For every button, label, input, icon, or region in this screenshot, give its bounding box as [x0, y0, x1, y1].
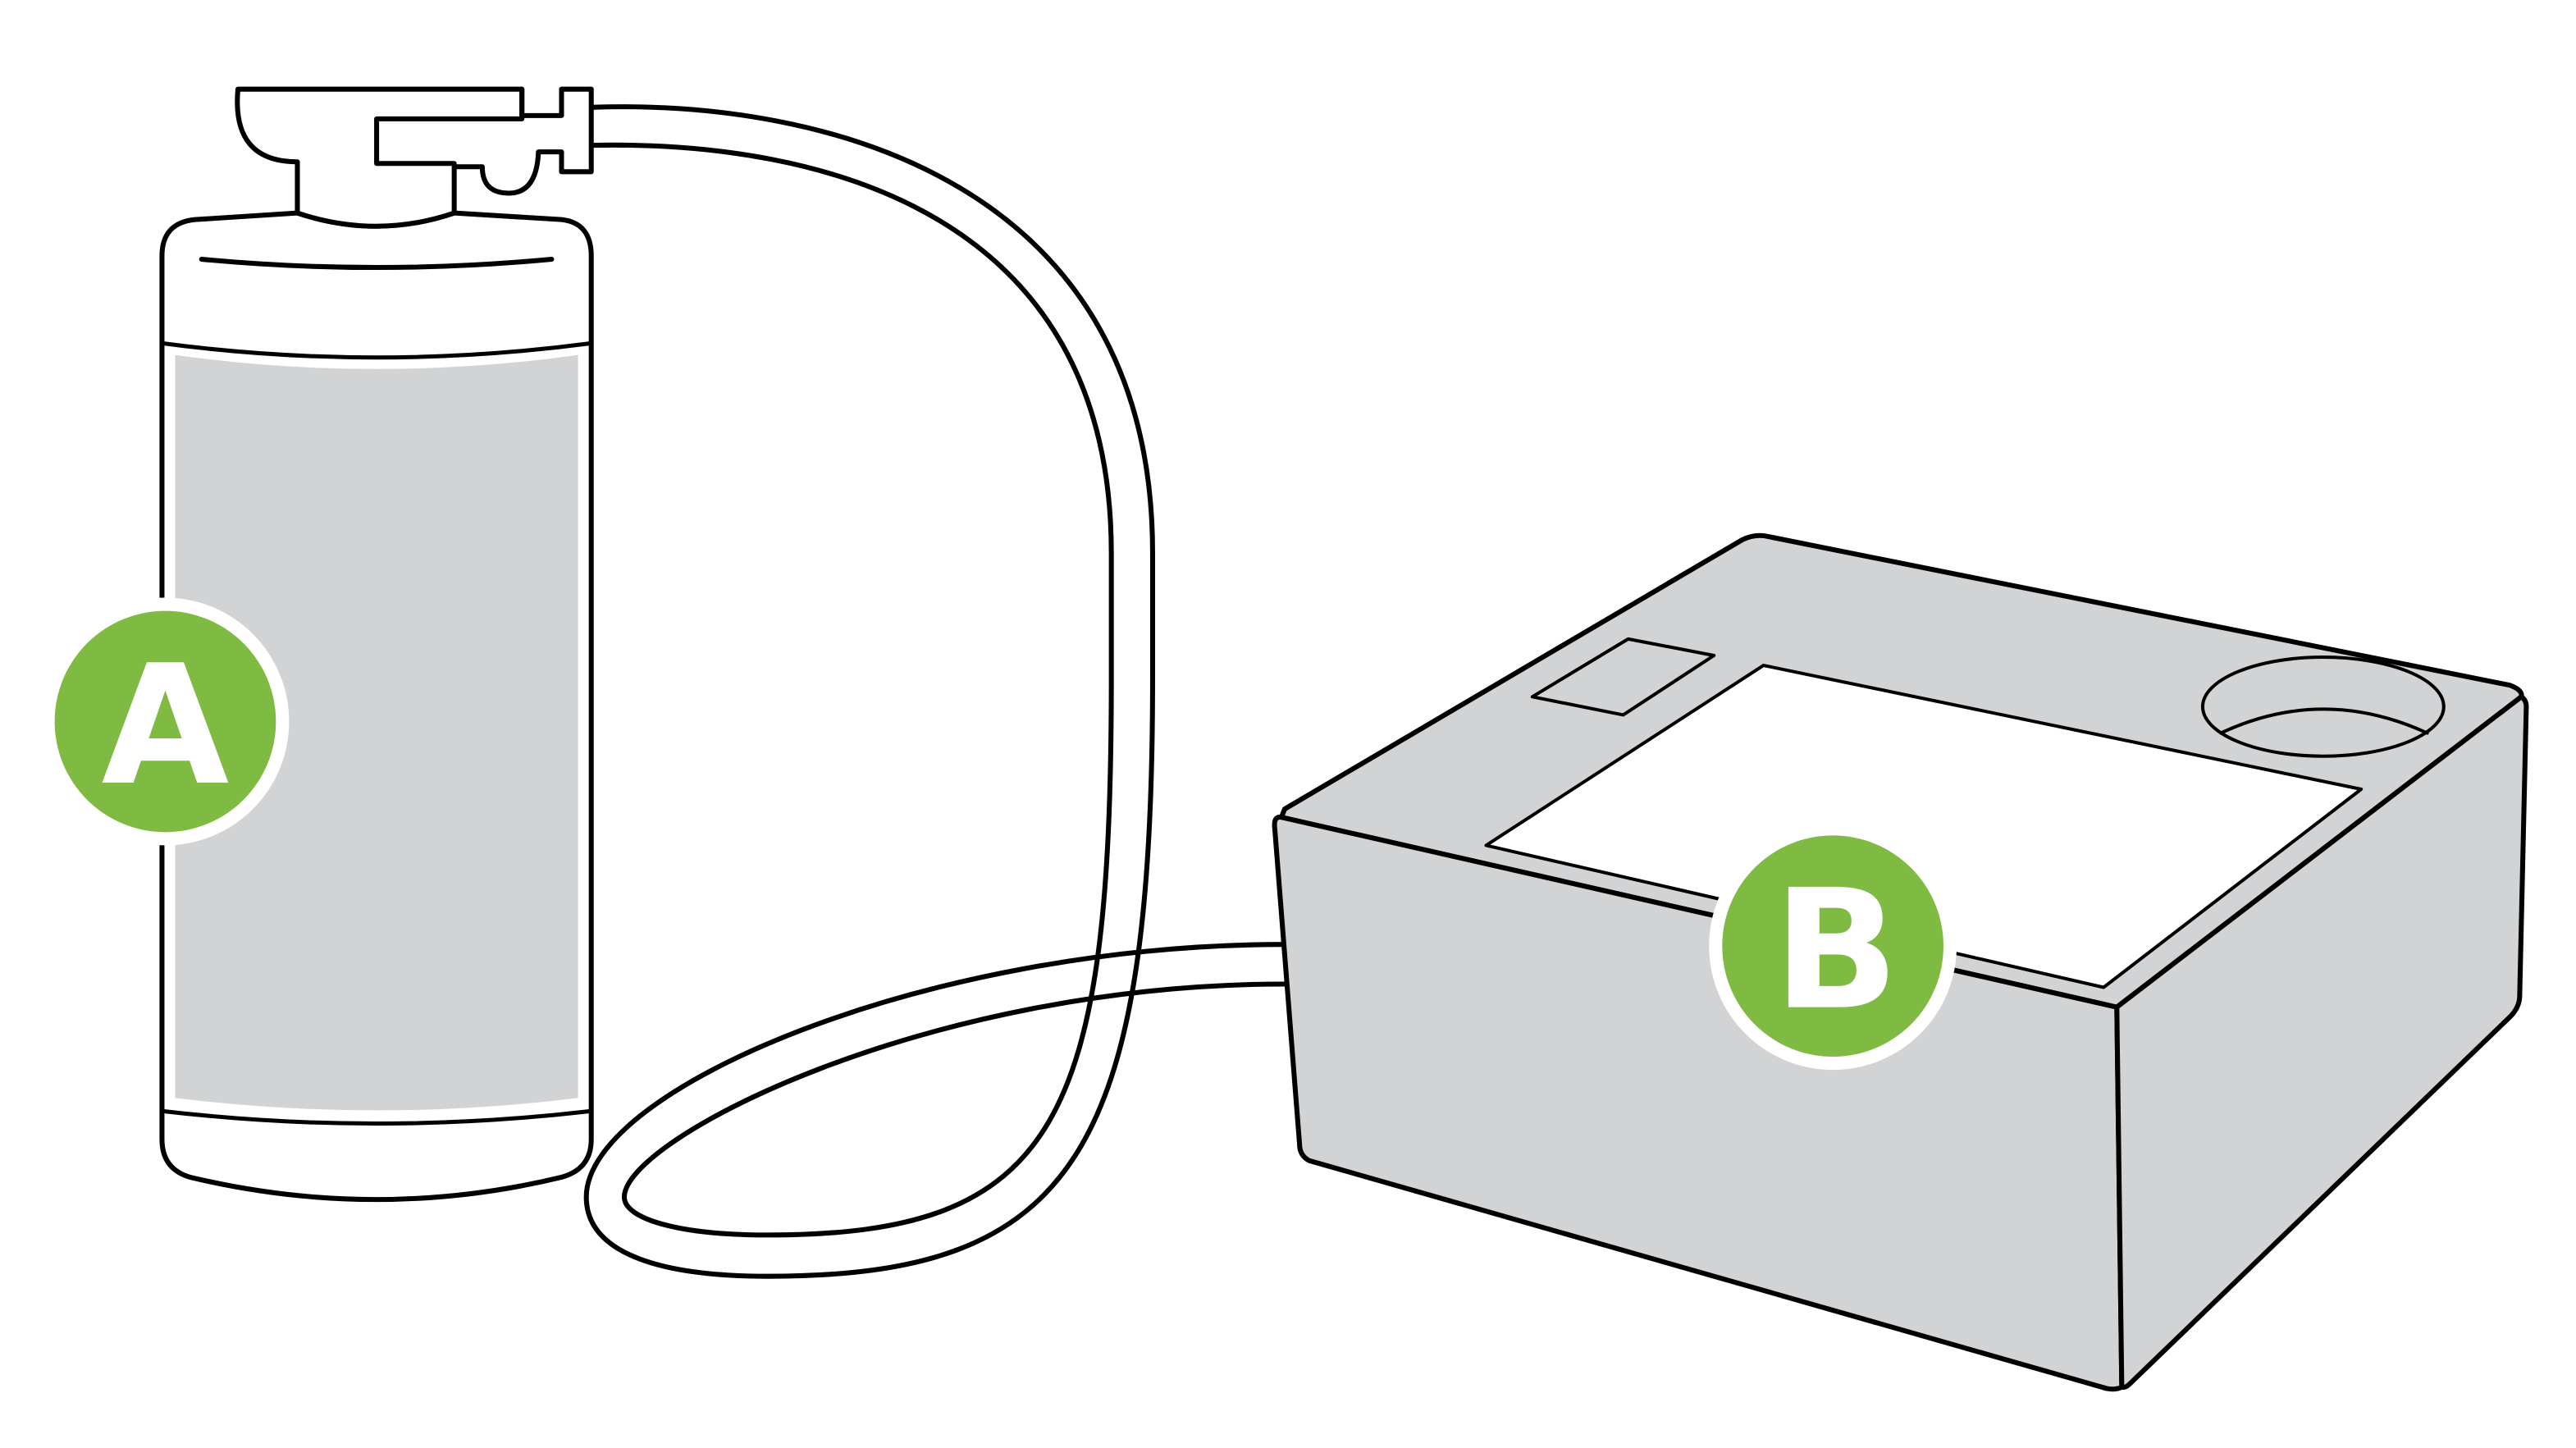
badge-a-label: A [102, 630, 230, 822]
badge-b: B [1709, 822, 1957, 1071]
canister-label-area [175, 354, 578, 1111]
device-box [1272, 532, 2529, 1392]
device-button [1530, 637, 1716, 717]
badge-b-label: B [1773, 855, 1898, 1047]
device-right-face [2114, 694, 2529, 1391]
device-cup-holder [2200, 655, 2446, 758]
hose [583, 104, 1287, 1279]
badge-a: A [41, 597, 290, 846]
device-front-face [1272, 814, 2125, 1392]
gas-canister [159, 86, 594, 1203]
canister-valve [235, 86, 594, 229]
